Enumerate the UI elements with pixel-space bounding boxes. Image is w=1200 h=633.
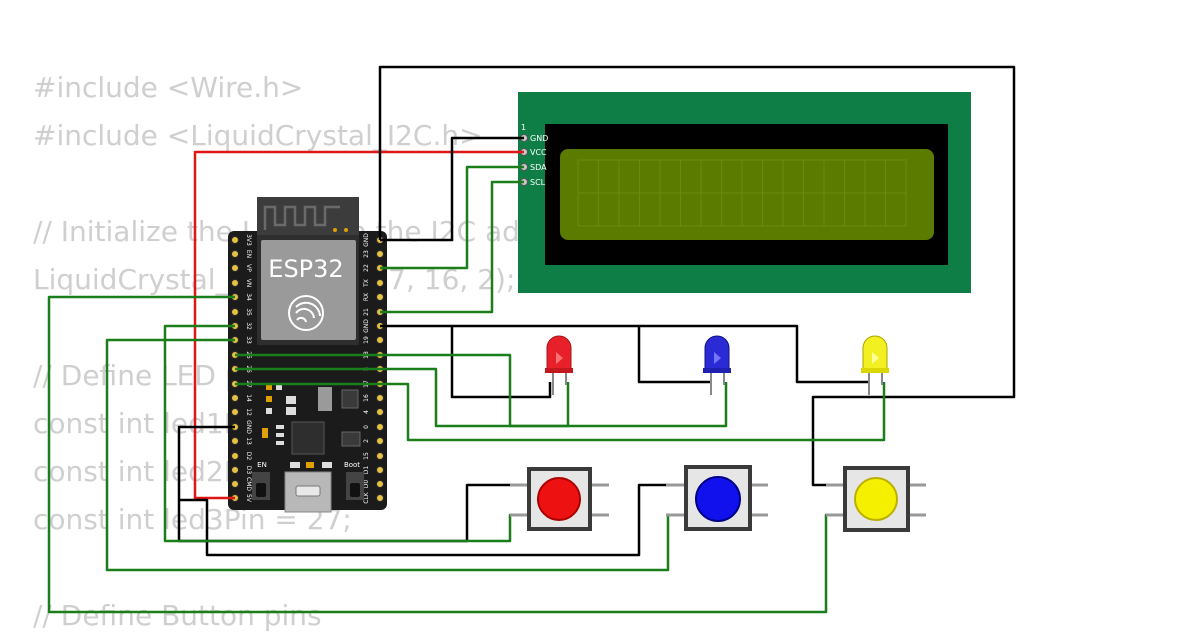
boot-button-label: Boot xyxy=(344,461,360,469)
pin-label: 16 xyxy=(363,394,370,402)
pin-label: 0 xyxy=(363,425,370,429)
pin-label: 33 xyxy=(245,336,252,344)
pin-label: 35 xyxy=(245,308,252,316)
pushbutton-red[interactable] xyxy=(510,467,609,531)
led-blue-lens xyxy=(704,335,730,371)
pin-label: TX xyxy=(363,279,370,288)
wire-gnd-lcd xyxy=(380,136,524,242)
pin-label: GND xyxy=(363,319,370,333)
esp32-metal-can xyxy=(261,240,356,340)
esp32-components xyxy=(262,384,361,468)
lcd-pin-label: SCL xyxy=(530,178,546,187)
led-blue[interactable] xyxy=(703,335,731,395)
pin-label: 12 xyxy=(245,408,252,416)
espressif-logo-icon xyxy=(288,295,324,331)
pin-label: D3 xyxy=(245,466,252,475)
button-yellow-cap xyxy=(854,477,898,521)
boot-button[interactable]: Boot xyxy=(344,461,364,500)
code-line: #include <LiquidCrystal_I2C.h> xyxy=(33,119,483,152)
pin-label: D2 xyxy=(245,452,252,461)
wire-gnd-led-red xyxy=(450,326,552,399)
pin-label: CLK xyxy=(363,491,370,504)
wire-button-blue xyxy=(105,338,672,572)
lcd-pin-label: GND xyxy=(530,134,548,143)
pin-label: RX xyxy=(363,293,370,301)
code-line: // Define Button pins xyxy=(33,599,322,632)
pin-label: D1 xyxy=(363,466,370,475)
en-button[interactable]: EN xyxy=(252,461,270,500)
pin-label: 15 xyxy=(363,452,370,460)
pin-label: EN xyxy=(245,250,252,258)
pin-label: 13 xyxy=(245,437,252,445)
lcd-module[interactable]: 1 GND VCC SDA SCL xyxy=(518,92,971,293)
button-blue-cap xyxy=(695,476,741,522)
pin-label: 14 xyxy=(245,394,252,402)
pin-label: VP xyxy=(245,264,252,272)
lcd-pin-marker: 1 xyxy=(521,123,526,132)
pin-label: 22 xyxy=(363,264,370,272)
lcd-pin-label: VCC xyxy=(530,148,547,157)
pin-label: CMD xyxy=(245,477,252,491)
pin-label: 19 xyxy=(363,336,370,344)
led-yellow[interactable] xyxy=(861,335,889,395)
pin-label: 5V xyxy=(245,494,252,503)
pushbutton-blue[interactable] xyxy=(666,465,768,531)
esp32-label: ESP32 xyxy=(268,255,343,283)
usb-port xyxy=(284,471,332,513)
led-red-lens xyxy=(546,335,572,371)
lcd-pin-label: SDA xyxy=(530,163,547,172)
pin-label: 32 xyxy=(245,322,252,330)
pin-label: GND xyxy=(245,420,252,434)
wire-sda xyxy=(380,165,524,270)
pin-label: VN xyxy=(245,279,252,288)
pin-label: 4 xyxy=(363,410,370,414)
esp32-antenna xyxy=(257,197,359,235)
pin-label: 23 xyxy=(363,250,370,258)
wire-led-blue xyxy=(235,367,728,428)
button-red-cap xyxy=(537,477,581,521)
en-button-label: EN xyxy=(257,461,267,469)
pin-label: 2 xyxy=(363,439,370,443)
led-red[interactable] xyxy=(545,335,573,395)
pin-label: GND xyxy=(363,233,370,247)
wire-gnd-led-blue xyxy=(637,326,712,384)
antenna-trace-icon xyxy=(263,205,340,230)
wire-scl xyxy=(380,180,524,314)
wire-gnd-frame xyxy=(378,65,1016,487)
wire-gnd-button-blue xyxy=(179,483,672,557)
wire-led-yellow xyxy=(235,382,886,442)
pin-label: 34 xyxy=(245,293,252,301)
lcd-screen xyxy=(560,149,934,240)
pin-label: 21 xyxy=(363,308,370,316)
wire-gnd-led xyxy=(380,324,870,384)
pin-label: D0 xyxy=(363,480,370,489)
code-line: #include <Wire.h> xyxy=(33,71,304,104)
lcd-character-grid xyxy=(577,159,907,227)
pushbutton-yellow[interactable] xyxy=(826,466,926,532)
code-line: const int led3Pin = 27; xyxy=(33,503,352,536)
esp32-board[interactable]: ESP32 3V3 EN VP VN 34 35 32 33 25 26 27 xyxy=(228,197,387,513)
pin-label: 3V3 xyxy=(245,234,252,246)
led-yellow-lens xyxy=(862,335,888,371)
